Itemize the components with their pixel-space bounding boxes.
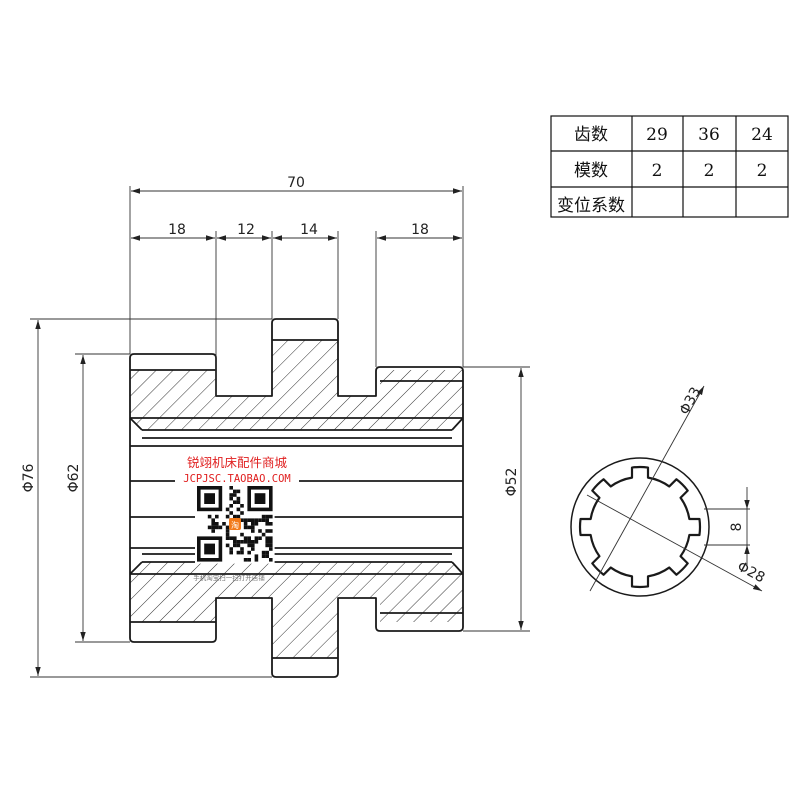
dim-label-12: 12 bbox=[237, 222, 255, 238]
table-teeth-3: 24 bbox=[751, 125, 773, 145]
dim-label-52: Φ52 bbox=[504, 468, 520, 497]
gear-parameter-table bbox=[550, 115, 789, 218]
spline-end-view bbox=[570, 457, 710, 597]
table-module-1: 2 bbox=[652, 161, 663, 181]
watermark-url: JCPJSC.TAOBAO.COM bbox=[183, 473, 290, 485]
section-hatch-bottom bbox=[130, 562, 463, 658]
qr-code bbox=[195, 484, 275, 564]
table-label-shift: 变位系数 bbox=[557, 196, 625, 216]
table-teeth-1: 29 bbox=[646, 125, 668, 145]
gear-section-view bbox=[129, 318, 464, 678]
table-module-2: 2 bbox=[704, 161, 715, 181]
dim-label-18b: 18 bbox=[411, 222, 429, 238]
dim-label-spline-33: Φ33 bbox=[677, 385, 705, 418]
svg-text:淘: 淘 bbox=[231, 520, 239, 530]
dim-label-14: 14 bbox=[300, 222, 318, 238]
section-hatch-top bbox=[130, 340, 463, 430]
table-label-teeth: 齿数 bbox=[574, 125, 608, 145]
dim-label-62: Φ62 bbox=[66, 464, 82, 493]
table-module-3: 2 bbox=[757, 161, 768, 181]
vertical-dimensions bbox=[30, 318, 530, 678]
dim-label-70: 70 bbox=[287, 175, 305, 191]
spline-dimensions bbox=[586, 385, 763, 592]
dim-label-18a: 18 bbox=[168, 222, 186, 238]
dim-label-76: Φ76 bbox=[21, 463, 37, 492]
gear-table-text: 齿数 29 36 24 模数 2 2 2 变位系数 bbox=[557, 125, 773, 216]
spline-outer-circle bbox=[570, 457, 710, 597]
dim-line-33 bbox=[589, 385, 705, 592]
watermark-shop-name: 锐翊机床配件商城 bbox=[187, 455, 288, 470]
spline-profile bbox=[578, 465, 702, 589]
table-label-module: 模数 bbox=[574, 161, 608, 181]
watermark-scan-hint: 手机淘宝扫一扫打开店铺 bbox=[193, 573, 265, 582]
table-teeth-2: 36 bbox=[698, 125, 720, 145]
dim-label-spline-28: Φ28 bbox=[734, 559, 767, 587]
dim-line-28 bbox=[586, 494, 763, 592]
horizontal-dimensions bbox=[129, 186, 464, 396]
dim-label-key-8: 8 bbox=[729, 523, 745, 532]
taobao-logo-icon: 淘 bbox=[229, 518, 241, 530]
shop-watermark: 锐翊机床配件商城 JCPJSC.TAOBAO.COM 淘 手机淘宝扫一扫打开店铺 bbox=[175, 455, 299, 582]
section-outline-top bbox=[129, 318, 464, 430]
section-outline-bottom bbox=[129, 562, 464, 678]
